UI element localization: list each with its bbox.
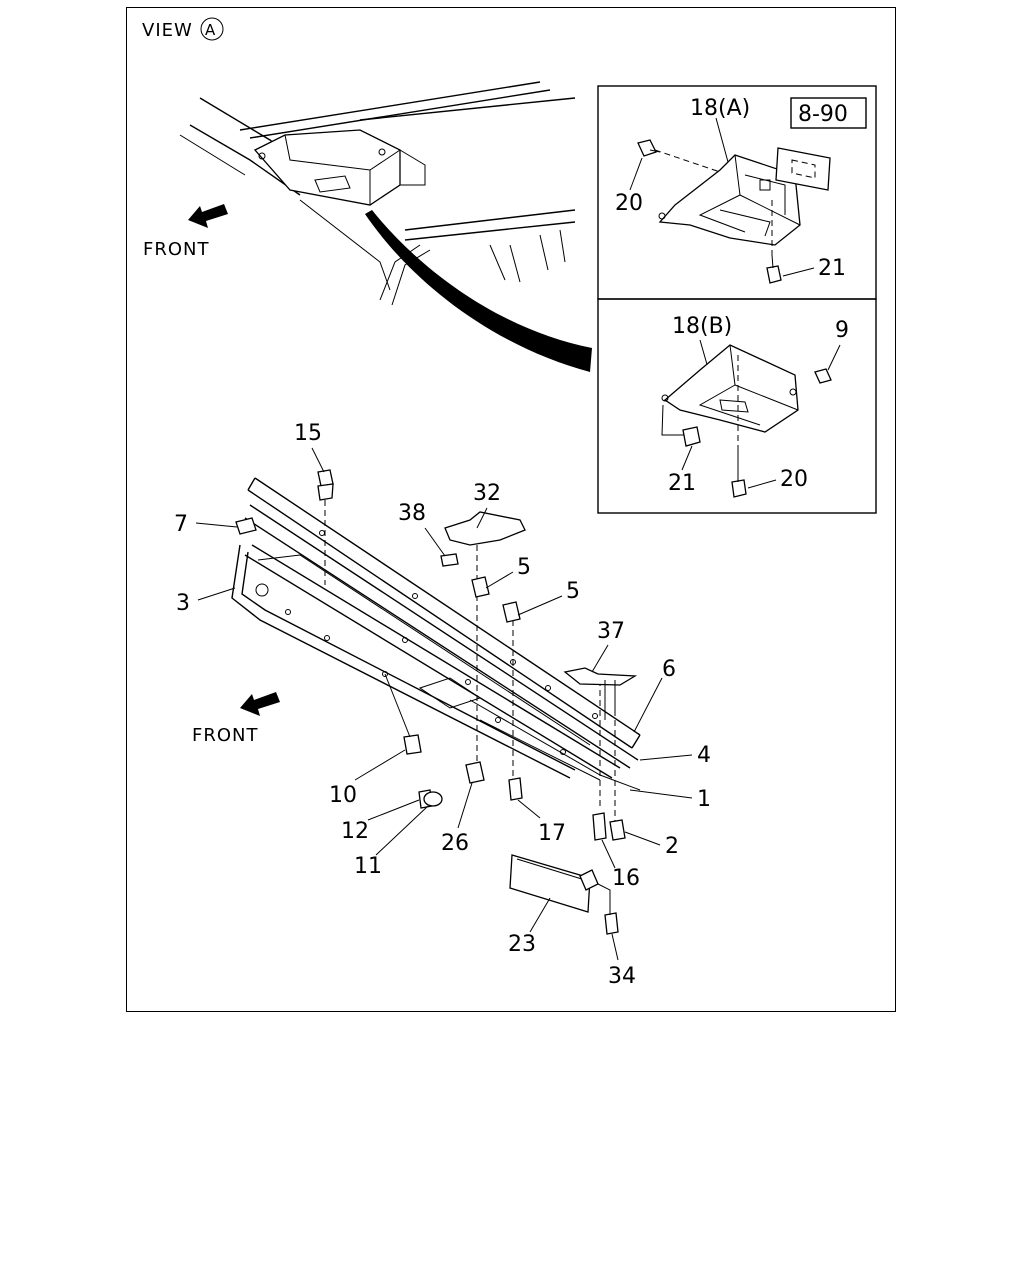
callout-34: 34 (608, 964, 636, 989)
callout-26: 26 (441, 831, 469, 856)
callout-15: 15 (294, 421, 322, 446)
view-title: VIEW (142, 20, 193, 41)
inset-b-box (597, 298, 877, 514)
callout-10: 10 (329, 783, 357, 808)
rail-assembly (231, 477, 641, 791)
inset-b-bracket: 18(B) 9 21 20 (661, 314, 849, 498)
view-marker-circle (200, 17, 224, 41)
fastener-parts (235, 469, 638, 935)
front-label-bottom: FRONT (192, 725, 259, 746)
view-marker: A (205, 21, 216, 39)
callout-1: 1 (697, 787, 711, 812)
inset-b-callout-21: 21 (668, 471, 696, 496)
callout-4: 4 (697, 743, 711, 768)
callout-17: 17 (538, 821, 566, 846)
detail-pointer-arrow (365, 210, 592, 372)
inset-a-callout-20: 20 (615, 191, 643, 216)
inset-a-bracket: 18(A) 8-90 20 21 (615, 96, 867, 284)
callout-32: 32 (473, 481, 501, 506)
inset-b-callout-9: 9 (835, 318, 849, 343)
diagram-frame (126, 7, 896, 1012)
inset-a-callout-21: 21 (818, 256, 846, 281)
callout-16: 16 (612, 866, 640, 891)
callout-3: 3 (176, 591, 190, 616)
callout-5a: 5 (517, 555, 531, 580)
reference-box (790, 97, 867, 129)
callout-12: 12 (341, 819, 369, 844)
callout-11: 11 (354, 854, 382, 879)
front-label-top: FRONT (143, 239, 210, 260)
callout-2: 2 (665, 834, 679, 859)
inset-b-part-label: 18(B) (672, 314, 732, 339)
callout-38: 38 (398, 501, 426, 526)
front-arrow-icon (188, 204, 228, 228)
callout-6: 6 (662, 657, 676, 682)
callout-7: 7 (174, 512, 188, 537)
roof-overview-sketch (179, 81, 576, 306)
callout-37: 37 (597, 619, 625, 644)
front-arrow-icon (240, 692, 280, 716)
callouts: 15 32 38 7 5 5 3 37 6 4 1 2 10 12 11 26 (174, 421, 711, 989)
callout-5b: 5 (566, 579, 580, 604)
inset-b-callout-20: 20 (780, 467, 808, 492)
callout-23: 23 (508, 932, 536, 957)
inset-a-part-label: 18(A) (690, 96, 750, 121)
reference-box-label: 8-90 (798, 102, 848, 127)
